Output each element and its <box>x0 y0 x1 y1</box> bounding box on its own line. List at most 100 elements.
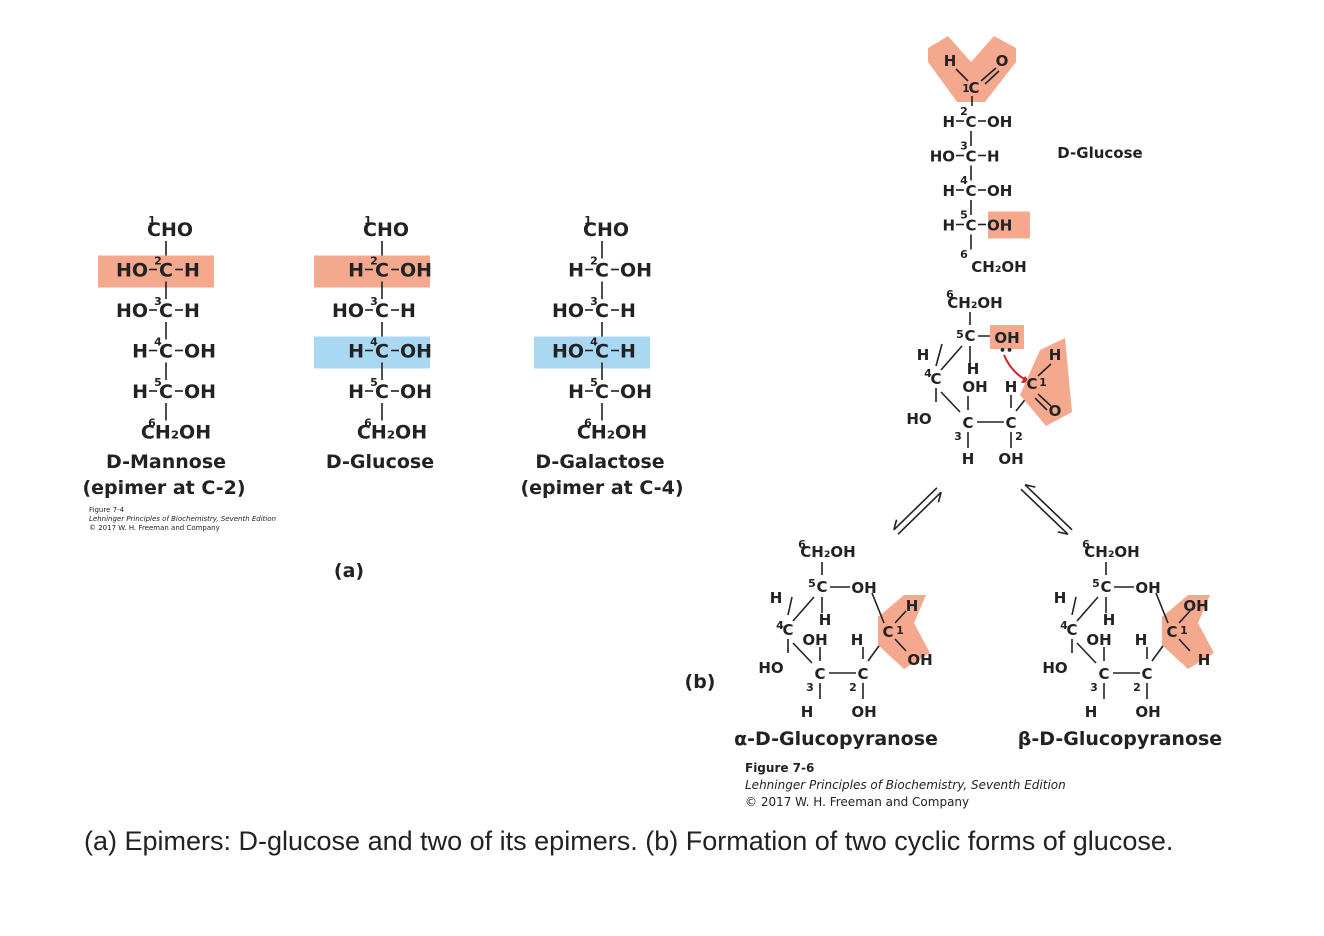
anomer-beta-c4-h-bond <box>1071 596 1077 616</box>
aldehyde-highlight <box>928 36 1016 102</box>
anomer-beta-c3-h: H <box>1085 703 1098 721</box>
anomer-alpha-c4: C <box>782 621 793 639</box>
anomer-beta-c1: C <box>1166 623 1177 641</box>
anomer-alpha-name: α-D-Glucopyranose <box>734 728 938 750</box>
anomer-beta-number-c5: 5 <box>1092 577 1100 590</box>
intermediate-ring-ch2oh: CH₂OH <box>947 294 1002 312</box>
aldehyde-number: 1 <box>962 82 970 95</box>
anomer-alpha-number-c3: 3 <box>806 681 814 694</box>
anomer-alpha-number-c4: 4 <box>776 619 784 632</box>
anomer-alpha-o-c1-bond <box>871 592 885 624</box>
panel-a-sugar-1-left-c3: HO <box>116 300 148 322</box>
panel-a-sugar-3-right-c3: H <box>620 300 636 322</box>
intermediate-number-c1: 1 <box>1039 376 1047 389</box>
panel-a-sugar-1-number-c6: 6 <box>148 417 156 430</box>
anomer-beta-number-c6: 6 <box>1082 538 1090 551</box>
anomer-beta-c4-h: H <box>1054 589 1067 607</box>
anomer-beta-c1-down-bond <box>1178 638 1191 652</box>
anomer-alpha-c2-h: H <box>851 631 864 649</box>
intermediate-ring-number-c6: 6 <box>946 288 954 301</box>
panel-a-sugar-2-carbon-c4: C <box>375 341 389 363</box>
equilibrium-arrows-beta-head-forward <box>1057 531 1069 535</box>
aldehyde-o: O <box>996 52 1009 70</box>
anomer-alpha-c5: C <box>816 578 827 596</box>
anomer-alpha-anomeric-highlight <box>878 595 930 669</box>
intermediate-ring-number-c5: 5 <box>956 328 964 341</box>
panel-a-sugar-3-carbon-c2: C <box>595 260 609 282</box>
panel-a-sugar-1-carbon-c5: C <box>159 381 173 403</box>
open-chain-right-c3: H <box>987 148 1000 166</box>
panel-a-sugar-2-carbon-c3: C <box>375 300 389 322</box>
panel-a-sugar-1-number-c5: 5 <box>154 376 162 389</box>
anomer-alpha-c1: C <box>882 623 893 641</box>
intermediate-ring-c5-h: H <box>967 360 980 378</box>
intermediate-ring-c4-c3-bond <box>940 391 961 413</box>
anomer-alpha-number-c1: 1 <box>896 624 904 637</box>
anomer-beta-c5-oh: OH <box>1135 579 1160 597</box>
panel-a-sugar-2-highlight-c2 <box>314 255 430 288</box>
intermediate-ring-c5: C <box>964 327 975 345</box>
panel-a-sugar-1-number-c4: 4 <box>154 336 162 349</box>
intermediate-c5-oh: OH <box>994 329 1019 347</box>
panel-a-sugar-1-group-c6: CH₂OH <box>141 422 211 444</box>
open-chain-group-c6: CH₂OH <box>971 258 1026 276</box>
anomer-alpha-c5-h: H <box>819 611 832 629</box>
panel-a-sugar-2-carbon-c2: C <box>375 260 389 282</box>
anomer-alpha-c2-oh: OH <box>851 703 876 721</box>
equilibrium-arrows-alpha-head-reverse <box>937 491 942 503</box>
panel-a-sugar-2-group-c1: CHO <box>363 219 409 241</box>
panel-a-sugar-1-name: D-Mannose <box>106 451 226 473</box>
anomer-alpha-c1-up-bond <box>894 610 907 624</box>
anomer-alpha-c4-c5-bond <box>792 596 815 622</box>
anomer-beta-c4-ho: HO <box>1042 659 1067 677</box>
panel-a-sugar-1-carbon-c2: C <box>159 260 173 282</box>
panel-a-sugar-3-group-c6: CH₂OH <box>577 422 647 444</box>
intermediate-c1-o-bond-1 <box>1037 393 1052 407</box>
panel-a-sugar-3-left-c5: H <box>568 381 584 403</box>
intermediate-oh-highlight <box>990 325 1024 349</box>
anomer-alpha-c1-down-bond <box>894 638 907 652</box>
intermediate-aldehyde-c: C <box>1026 375 1037 393</box>
aldehyde-c: C <box>968 79 979 97</box>
panel-a-sugar-3-left-c4: HO <box>552 341 584 363</box>
panel-a-sugar-1-group-c1: CHO <box>147 219 193 241</box>
panel-a-sugar-3-left-c2: H <box>568 260 584 282</box>
intermediate-aldehyde-o: O <box>1049 402 1062 420</box>
equilibrium-arrows-beta <box>1020 484 1073 535</box>
panel-a-sugar-1-left-c5: H <box>132 381 148 403</box>
panel-a-sugar-3-left-c3: HO <box>552 300 584 322</box>
open-chain-number-c5: 5 <box>960 209 968 222</box>
panel-a-label: (a) <box>334 560 364 582</box>
anomer-beta-c2-h: H <box>1135 631 1148 649</box>
panel-b-copyright: © 2017 W. H. Freeman and Company <box>745 795 969 809</box>
anomer-alpha-number-c2: 2 <box>849 681 857 694</box>
intermediate-ring-c4: C <box>930 370 941 388</box>
panel-a-sugar-2-left-c5: H <box>348 381 364 403</box>
aldehyde-o-bond-2 <box>984 70 1000 85</box>
open-chain-left-c5: H <box>942 217 955 235</box>
panel-a-sugar-2-number-c2: 2 <box>370 255 378 268</box>
panel-a-sugar-2-highlight-c4 <box>314 336 430 369</box>
anomer-alpha-ch2oh: CH₂OH <box>800 543 855 561</box>
anomer-beta-number-c3: 3 <box>1090 681 1098 694</box>
panel-a-sugar-2-number-c3: 3 <box>370 295 378 308</box>
anomer-alpha-c3: C <box>814 665 825 683</box>
anomer-beta-c1-up-bond <box>1178 610 1191 624</box>
anomer-alpha-number-c6: 6 <box>798 538 806 551</box>
open-chain-carbon-c5: C <box>965 217 976 235</box>
intermediate-ring-c2-h: H <box>1005 378 1018 396</box>
intermediate-ring-c4-h-bond <box>935 343 943 367</box>
intermediate-lone-pair: •• <box>999 344 1013 357</box>
anomer-alpha-c4-c3-bond <box>792 642 813 664</box>
equilibrium-arrows-beta-head-reverse <box>1024 484 1036 488</box>
open-chain-carbon-c2: C <box>965 113 976 131</box>
open-chain-right-c2: OH <box>987 113 1012 131</box>
anomer-alpha-c4-ho: HO <box>758 659 783 677</box>
panel-a-sugar-3-highlight-c4 <box>534 336 650 369</box>
anomer-beta-c2: C <box>1141 665 1152 683</box>
